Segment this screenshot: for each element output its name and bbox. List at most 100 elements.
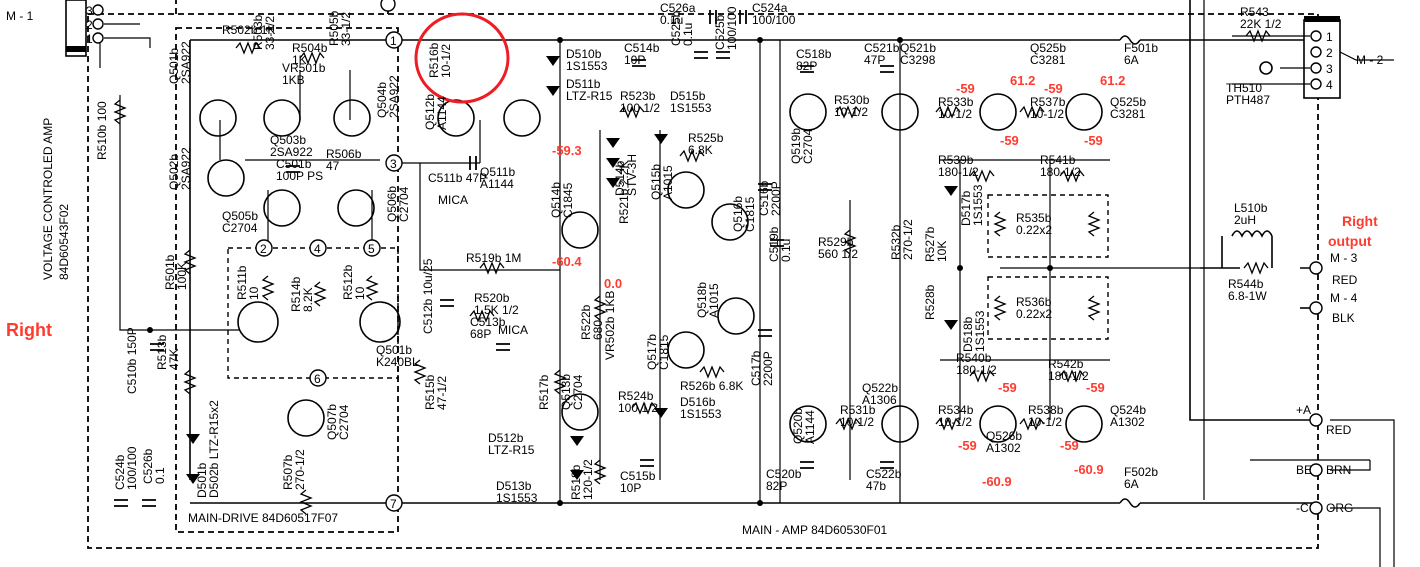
label-vr502b: VR502b 1KB [603,291,617,360]
r544b-symbol [1243,261,1269,275]
input-stage-boundary [227,247,399,379]
d514b-symbol-3 [606,178,620,188]
meas-vr-mid: 0.0 [604,276,622,291]
meas-q525-col-right: 61.2 [1100,73,1125,88]
resistor-symbols [113,29,1271,515]
meas-q524-col: -60.9 [1074,462,1104,477]
out-red-label: RED [1332,273,1358,287]
c517b-symbol [758,329,772,337]
d518b-symbol [944,320,958,330]
drive-internal-wires [219,70,380,248]
r502b-symbol [235,41,261,55]
label-q514b: Q514bC1845 [549,182,575,218]
q524b-symbol [1065,405,1103,443]
q525b-left-symbol [979,93,1017,131]
d515b-symbol [654,134,668,144]
label-r501b: R501b100K [163,254,189,290]
m2-pin-4: 4 [1326,78,1333,92]
label-r502b: R502b 1K [222,23,275,37]
connector-m1-label: M - 1 [6,9,34,23]
label-c510b: C510b 150P [125,327,139,394]
vca-wires [99,40,240,331]
label-q507b: Q507bC2704 [325,404,351,440]
label-r518b: R518b120-1/2 [569,459,595,500]
node-2-label: 2 [260,242,267,256]
label-r505b: R505b33-1/2 [327,10,353,46]
vca-part: 84D60543F02 [57,204,71,280]
q501b-fet-right-symbol [359,301,401,343]
q515b-symbol [667,171,705,209]
r518b-symbol [593,459,607,485]
node-3-label: 3 [390,157,397,171]
m1-pin-3: 3 [86,4,93,18]
r536b-symbol [993,295,1101,321]
r523b-symbol [619,105,645,119]
label-r510b: R510b 100 [95,101,109,160]
label-c525a: C525b100/100 [713,6,739,50]
label-r512b: R512b10 [341,264,367,300]
d502b-symbol [186,474,200,484]
c518b-symbol [800,65,814,73]
node-6 [309,369,327,387]
drive-nodes: 1 2 3 4 5 6 7 [255,0,403,512]
c525a-symbol [716,51,730,59]
meas-q525-em-right: -59 [1084,133,1103,148]
c512b-symbol [440,299,454,307]
q502b-symbol [207,159,245,197]
r507b-symbol [299,489,313,515]
meas-q525-base-right: -59 [1044,81,1063,96]
r539b-symbol [969,169,995,183]
q513b-symbol [561,393,599,431]
node-7-label: 7 [390,497,397,511]
label-q515b: Q515bA1015 [649,164,675,200]
label-mica1: MICA [438,193,468,207]
q504b-symbol [333,99,371,137]
q519b-symbol [789,93,827,131]
main-amp-label: MAIN - AMP 84D60530F01 [742,523,888,537]
q520b-symbol [789,405,827,443]
f502b-symbol [1119,498,1141,508]
label-q520b: Q520bA1144 [791,408,817,444]
q501b-fet-left-symbol [237,301,279,343]
r536b-boundary [987,276,1109,340]
r525b-symbol [679,149,705,163]
label-r503b: R503b33-1/2 [251,14,277,50]
q503b-symbol [263,99,301,137]
d514b-symbol-2 [606,158,620,168]
misc-symbols [1119,35,1273,508]
q514b-symbol [561,211,599,249]
q512b-symbol [437,99,475,137]
m4-label: M - 4 [1330,291,1358,305]
label-q518b: Q518bA1015 [695,282,721,318]
brn-out-wire [1330,460,1371,471]
m2-pin-3: 3 [1326,62,1333,76]
r529b-symbol [843,229,857,255]
output-nodes [1309,261,1323,515]
connector-m2-label: M - 2 [1356,53,1384,67]
output-ties [940,159,1200,361]
label-r521b: R521b 2.2K [617,161,631,224]
